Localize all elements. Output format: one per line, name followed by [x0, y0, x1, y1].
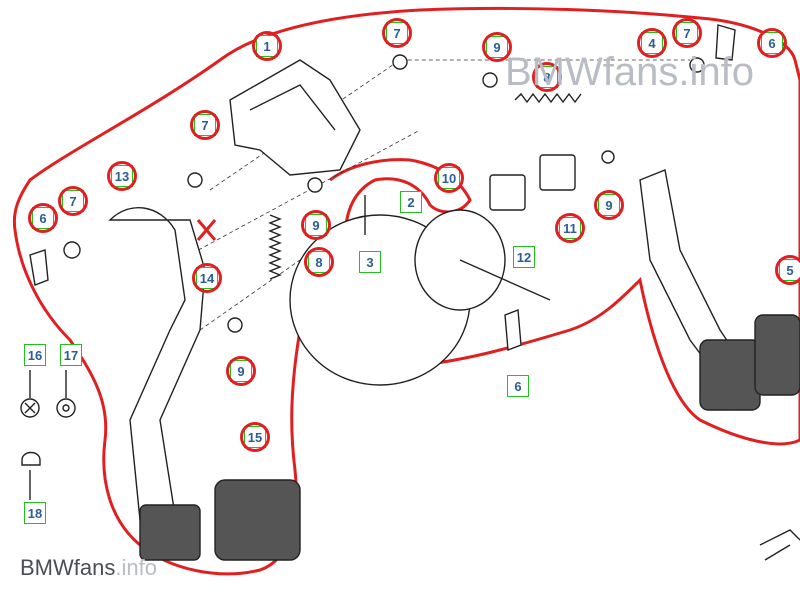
callout-7: 7 — [386, 22, 408, 44]
direction-arrow-icon — [759, 529, 800, 561]
clutch-pedal-arm — [108, 206, 206, 531]
brake-light-switch — [489, 174, 526, 211]
plug-stop — [21, 451, 41, 466]
callout-3: 3 — [359, 251, 381, 273]
callout-10: 10 — [438, 167, 460, 189]
retaining-clip — [29, 249, 49, 286]
callout-5: 5 — [779, 259, 800, 281]
callout-11: 11 — [559, 217, 581, 239]
callout-7: 7 — [62, 190, 84, 212]
return-spring-left — [268, 214, 282, 280]
bracket-detail — [249, 84, 336, 131]
callout-8: 8 — [308, 251, 330, 273]
pushrod — [459, 259, 551, 301]
bushing — [689, 57, 705, 73]
watermark-top: BMWfans.info — [505, 50, 754, 94]
bushing — [187, 172, 203, 188]
callout-6: 6 — [32, 207, 54, 229]
bushing — [601, 150, 615, 164]
bushing — [307, 177, 323, 193]
callout-9: 9 — [230, 360, 252, 382]
retaining-clip — [504, 309, 522, 351]
watermark-main: BMWfans — [20, 555, 116, 580]
callout-7: 7 — [194, 114, 216, 136]
callout-6: 6 — [507, 375, 529, 397]
callout-18: 18 — [24, 502, 46, 524]
screw-cross — [24, 402, 36, 414]
callout-17: 17 — [60, 344, 82, 366]
pedal-bracket — [229, 59, 361, 176]
callout-2: 2 — [400, 191, 422, 213]
watermark-bottom: BMWfans.info — [20, 555, 157, 581]
callout-12: 12 — [513, 246, 535, 268]
right-pedal-pad — [699, 339, 761, 411]
guide-line — [179, 129, 421, 261]
bushing — [392, 54, 408, 70]
crossed-out-mark — [196, 219, 217, 241]
callout-1: 1 — [256, 35, 278, 57]
callout-4: 4 — [641, 32, 663, 54]
watermark-suffix: .info — [115, 555, 157, 580]
callout-16: 16 — [24, 344, 46, 366]
clutch-pedal-pad — [139, 504, 201, 561]
guide-line — [199, 259, 301, 331]
callout-8: 8 — [536, 66, 558, 88]
bushing — [227, 317, 243, 333]
bushing — [482, 72, 498, 88]
callout-6: 6 — [761, 32, 783, 54]
callout-9: 9 — [598, 194, 620, 216]
bushing — [63, 241, 81, 259]
callout-9: 9 — [486, 36, 508, 58]
washer-hole — [62, 404, 70, 412]
guide-line — [209, 59, 690, 191]
retaining-clip — [715, 24, 736, 61]
callout-9: 9 — [305, 214, 327, 236]
callout-15: 15 — [244, 426, 266, 448]
pedal-switch — [539, 154, 576, 191]
return-spring-right — [514, 92, 582, 104]
callout-14: 14 — [196, 267, 218, 289]
callout-leader — [29, 370, 67, 500]
brake-pedal-pad — [214, 479, 301, 561]
right-pedal-pad-2 — [754, 314, 800, 396]
callout-7: 7 — [676, 22, 698, 44]
callout-13: 13 — [111, 165, 133, 187]
